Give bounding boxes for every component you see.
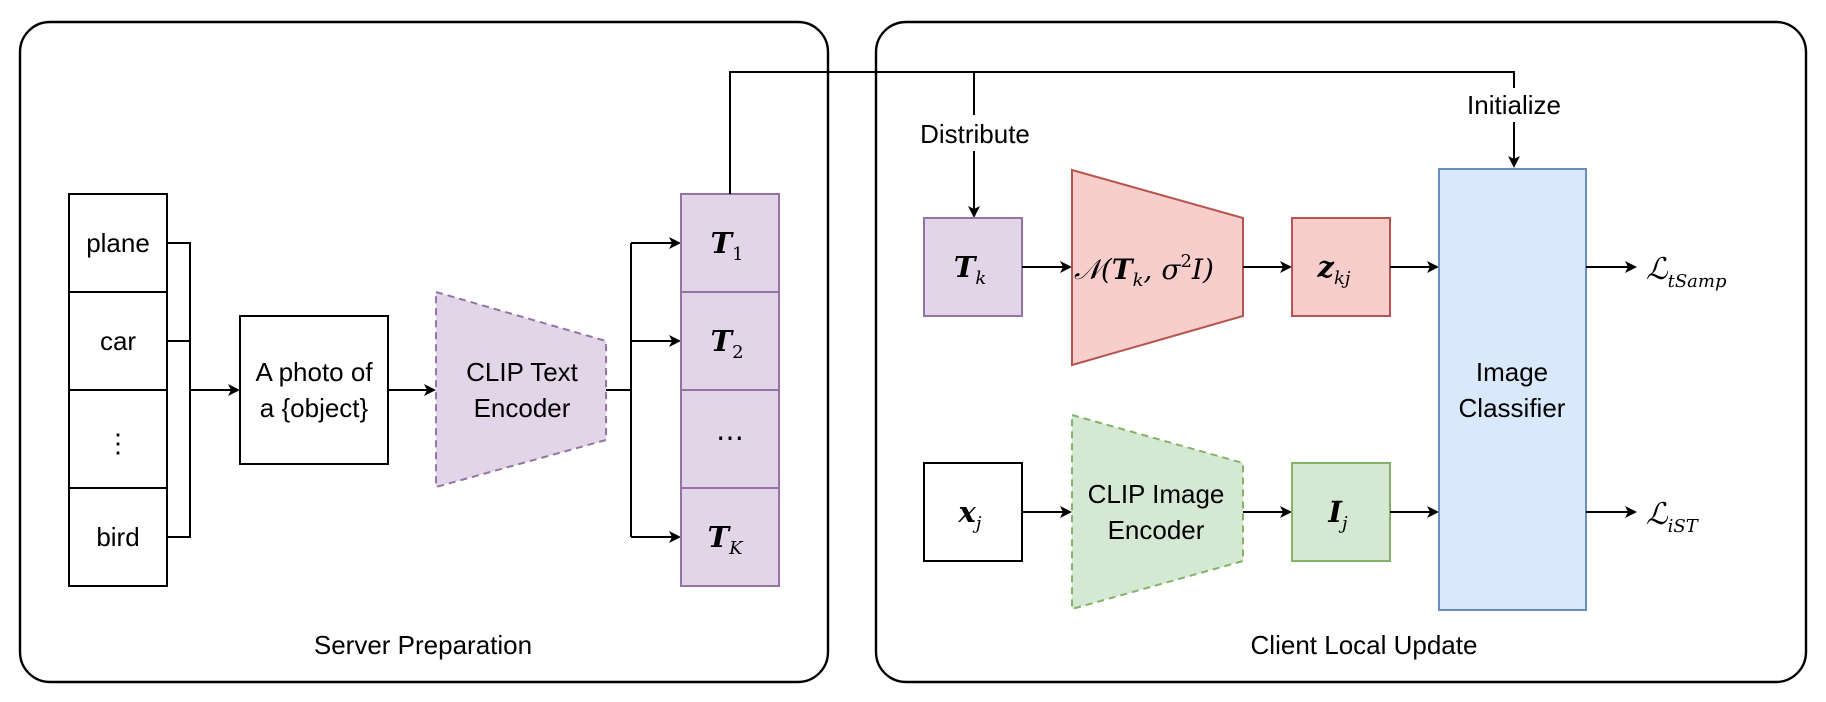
z-label: zkj [1317,250,1351,289]
embedding-cell-t1 [680,193,780,293]
initialize-label-bg [1454,88,1574,122]
embedding-cell-ellipsis [680,389,780,489]
i-box [1291,462,1391,562]
gaussian-sampler [1071,168,1244,367]
z-box [1291,217,1391,317]
loss-top-label: ℒtSamp [1646,252,1727,292]
image-encoder-line-2: Encoder [1108,515,1205,545]
loss-bottom-label: ℒiST [1646,497,1700,537]
tk-label: Tk [954,250,987,289]
server-panel [18,20,830,684]
class-label-ellipsis: ⋮ [105,428,131,458]
class-cell-bird [68,487,168,587]
prompt-line-2: a {object} [260,393,369,423]
prompt-line-1: A photo of [255,357,373,387]
class-label-car: car [100,326,136,356]
embedding-label-t1: T1 [710,226,743,265]
class-label-bird: bird [96,522,139,552]
embedding-label-ellipsis: ⋯ [716,421,744,454]
text-encoder-line-2: Encoder [474,393,571,423]
image-classifier [1438,168,1587,611]
distribute-label: Distribute [920,119,1030,149]
prompt-template-box [239,315,389,465]
embedding-cell-t2 [680,291,780,391]
server-panel-title: Server Preparation [314,630,532,660]
gaussian-label: 𝒩(Tk, σ2I) [1074,251,1214,291]
class-label-plane: plane [86,228,150,258]
x-label: xj [958,495,982,534]
text-encoder-line-1: CLIP Text [466,357,579,387]
distribute-label-bg [910,115,1040,151]
initialize-label: Initialize [1467,90,1561,120]
client-panel-title: Client Local Update [1251,630,1478,660]
classifier-line-2: Classifier [1459,393,1566,423]
embedding-label-tK: TK [707,520,744,559]
x-box [923,462,1023,562]
embedding-cell-tK [680,487,780,587]
clip-image-encoder [1071,413,1244,611]
class-cell-ellipsis [68,389,168,489]
i-label: Ij [1327,495,1348,534]
embedding-label-t2: T2 [710,324,743,363]
image-encoder-line-1: CLIP Image [1088,479,1225,509]
classifier-line-1: Image [1476,357,1548,387]
clip-text-encoder [435,290,607,489]
